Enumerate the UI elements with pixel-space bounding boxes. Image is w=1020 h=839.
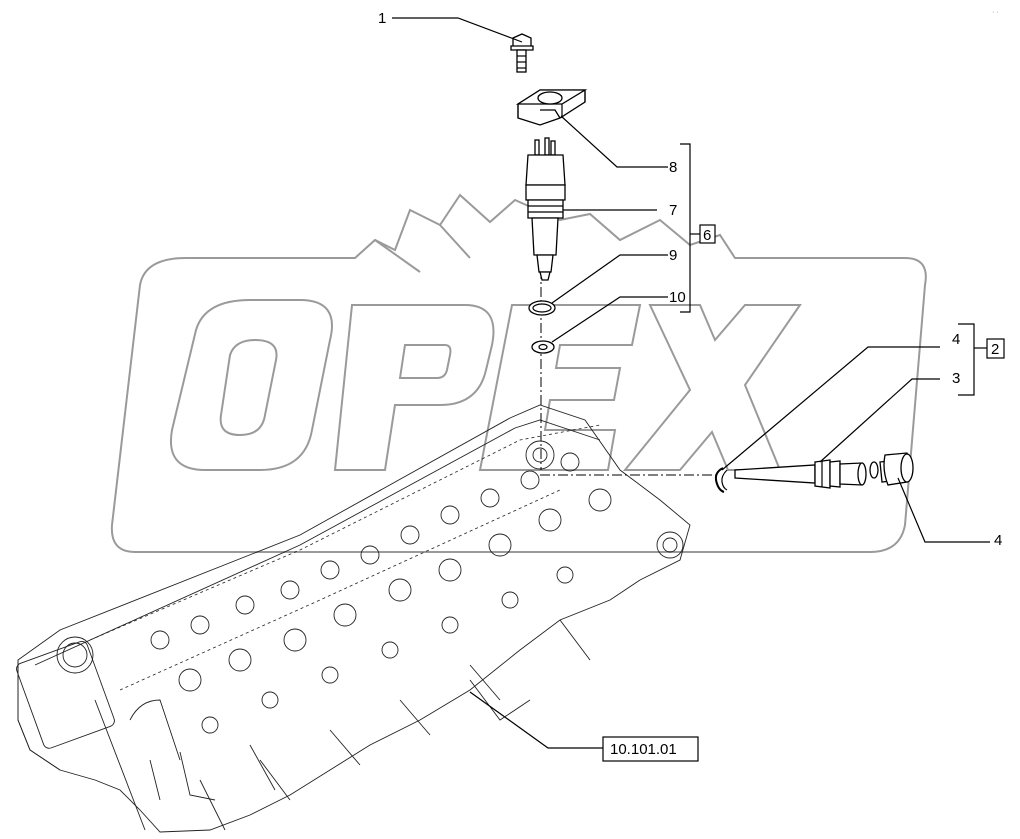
callout-8: 8 xyxy=(669,159,677,176)
group-2-label: 2 xyxy=(991,341,999,358)
callout-4-upper: 4 xyxy=(952,331,960,348)
snap-ring-icon xyxy=(714,467,728,493)
leader-lines xyxy=(392,17,990,749)
group-2-box[interactable]: 2 xyxy=(986,338,1005,359)
opex-watermark-logo xyxy=(110,193,927,553)
callout-1: 1 xyxy=(378,10,386,27)
group-6-label: 6 xyxy=(703,227,711,244)
corner-mark: · · xyxy=(992,9,999,16)
plug-icon xyxy=(869,452,914,486)
callout-10: 10 xyxy=(669,289,686,306)
o-ring-icon xyxy=(528,300,556,316)
cylinder-head-icon xyxy=(16,404,691,833)
injector-clamp-icon xyxy=(515,89,588,126)
engine-reference-label: 10.101.01 xyxy=(610,741,677,758)
callout-4-lower: 4 xyxy=(994,532,1002,549)
fuel-injector-icon xyxy=(525,137,566,281)
callout-7: 7 xyxy=(669,202,677,219)
group-6-box[interactable]: 6 xyxy=(699,224,716,244)
injector-sleeve-icon xyxy=(734,459,867,489)
washer-icon xyxy=(531,340,555,354)
head-bosses xyxy=(150,440,684,734)
callout-3: 3 xyxy=(952,370,960,387)
callout-9: 9 xyxy=(669,247,677,264)
engine-reference-box[interactable]: 10.101.01 xyxy=(602,736,699,762)
